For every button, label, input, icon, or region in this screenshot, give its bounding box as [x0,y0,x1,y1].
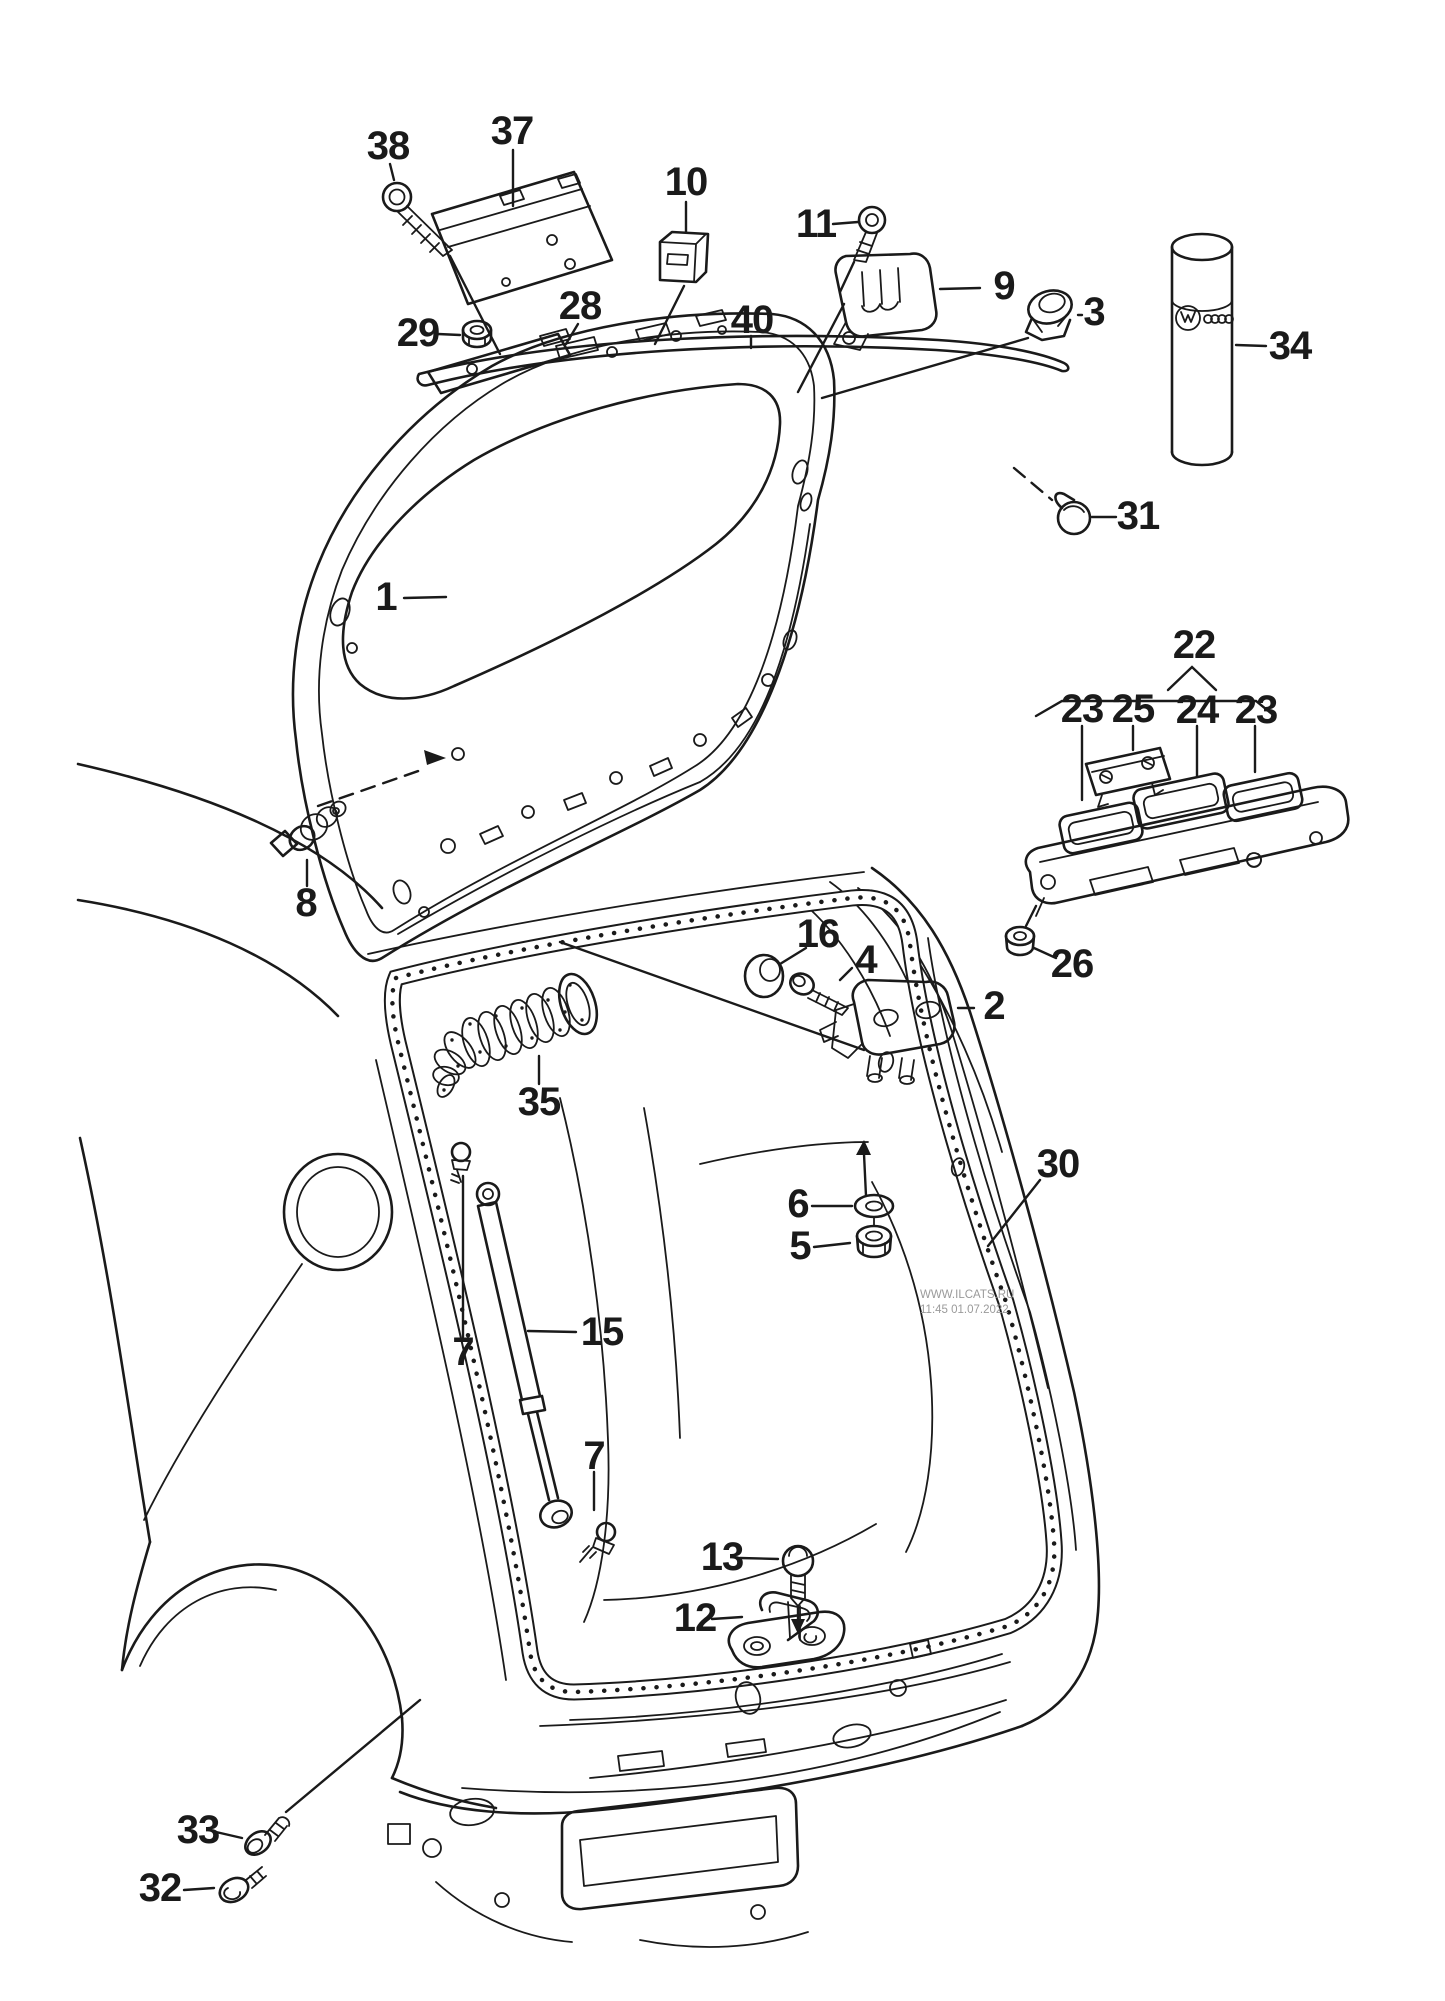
callout-30[interactable]: 30 [1036,1142,1080,1186]
part-29-nut [461,319,493,349]
part-33-stud [244,1816,291,1856]
part-11-screw [853,205,887,263]
part-15-gas-strut [450,1141,573,1529]
callout-35[interactable]: 35 [517,1080,561,1124]
part-16-grommet [743,953,785,999]
part-4-bolt [789,972,849,1016]
callout-25[interactable]: 25 [1111,687,1155,731]
callout-15[interactable]: 15 [580,1310,624,1354]
watermark-site: WWW.ILCATS.RU [920,1289,1015,1301]
part-24-gasket [1132,772,1230,830]
callout-1[interactable]: 1 [375,575,397,619]
callout-37[interactable]: 37 [490,109,534,153]
part-3-buffer [1024,289,1073,342]
callout-6[interactable]: 6 [787,1182,809,1226]
callout-12[interactable]: 12 [673,1596,717,1640]
callout-23[interactable]: 23 [1060,687,1104,731]
part-7-ball-stud [579,1521,617,1563]
trim-strip-drawing [416,334,1070,387]
callout-8[interactable]: 8 [295,881,317,925]
callout-40[interactable]: 40 [730,298,774,342]
callout-7[interactable]: 7 [583,1434,605,1478]
car-body-drawing [76,762,1101,1948]
callout-3[interactable]: 3 [1083,290,1105,334]
callout-10[interactable]: 10 [664,160,708,204]
watermark-timestamp: 11:45 01.07.2022 [920,1303,1009,1316]
part-28-strip [426,332,572,395]
part-25-lamp [1084,746,1172,808]
part-9-lock [833,252,938,351]
callout-22[interactable]: 22 [1172,623,1216,667]
callout-24[interactable]: 24 [1175,688,1219,732]
tailgate-drawing [291,309,836,962]
part-22-carrier-panel [1024,785,1350,917]
part-23-gasket-right [1222,771,1304,823]
leader-lines [182,148,1268,1892]
callout-32[interactable]: 32 [138,1866,182,1910]
callout-11[interactable]: 11 [795,202,837,246]
callout-38[interactable]: 38 [366,124,410,168]
part-32-screw [218,1866,267,1904]
part-8-buffer [269,800,347,858]
part-34-lubricant-can [1170,232,1234,467]
part-37-plate [430,170,614,306]
callout-2[interactable]: 2 [983,984,1005,1028]
part-12-lock-striker [727,1591,846,1669]
callout-9[interactable]: 9 [993,264,1015,308]
callout-4[interactable]: 4 [855,938,877,982]
callout-7[interactable]: 7 [452,1330,474,1374]
part-35-bellows [432,972,599,1098]
part-22-group [1024,665,1350,917]
part-13-screw [781,1544,815,1607]
callout-34[interactable]: 34 [1268,324,1312,368]
callout-31[interactable]: 31 [1116,494,1160,538]
callout-23[interactable]: 23 [1234,688,1278,732]
callout-13[interactable]: 13 [700,1535,744,1579]
part-23-gasket-left [1058,801,1144,855]
part-26-nut [1004,925,1036,957]
callout-26[interactable]: 26 [1050,942,1094,986]
part-10-clip [658,230,710,284]
part-31-clip [1054,491,1092,536]
watermark: WWW.ILCATS.RU 11:45 01.07.2022 [920,1288,1014,1318]
callout-28[interactable]: 28 [558,284,602,328]
part-5-nut [855,1216,893,1259]
callout-29[interactable]: 29 [396,311,440,355]
callout-16[interactable]: 16 [796,912,840,956]
callout-33[interactable]: 33 [176,1808,220,1852]
callout-5[interactable]: 5 [789,1224,811,1268]
